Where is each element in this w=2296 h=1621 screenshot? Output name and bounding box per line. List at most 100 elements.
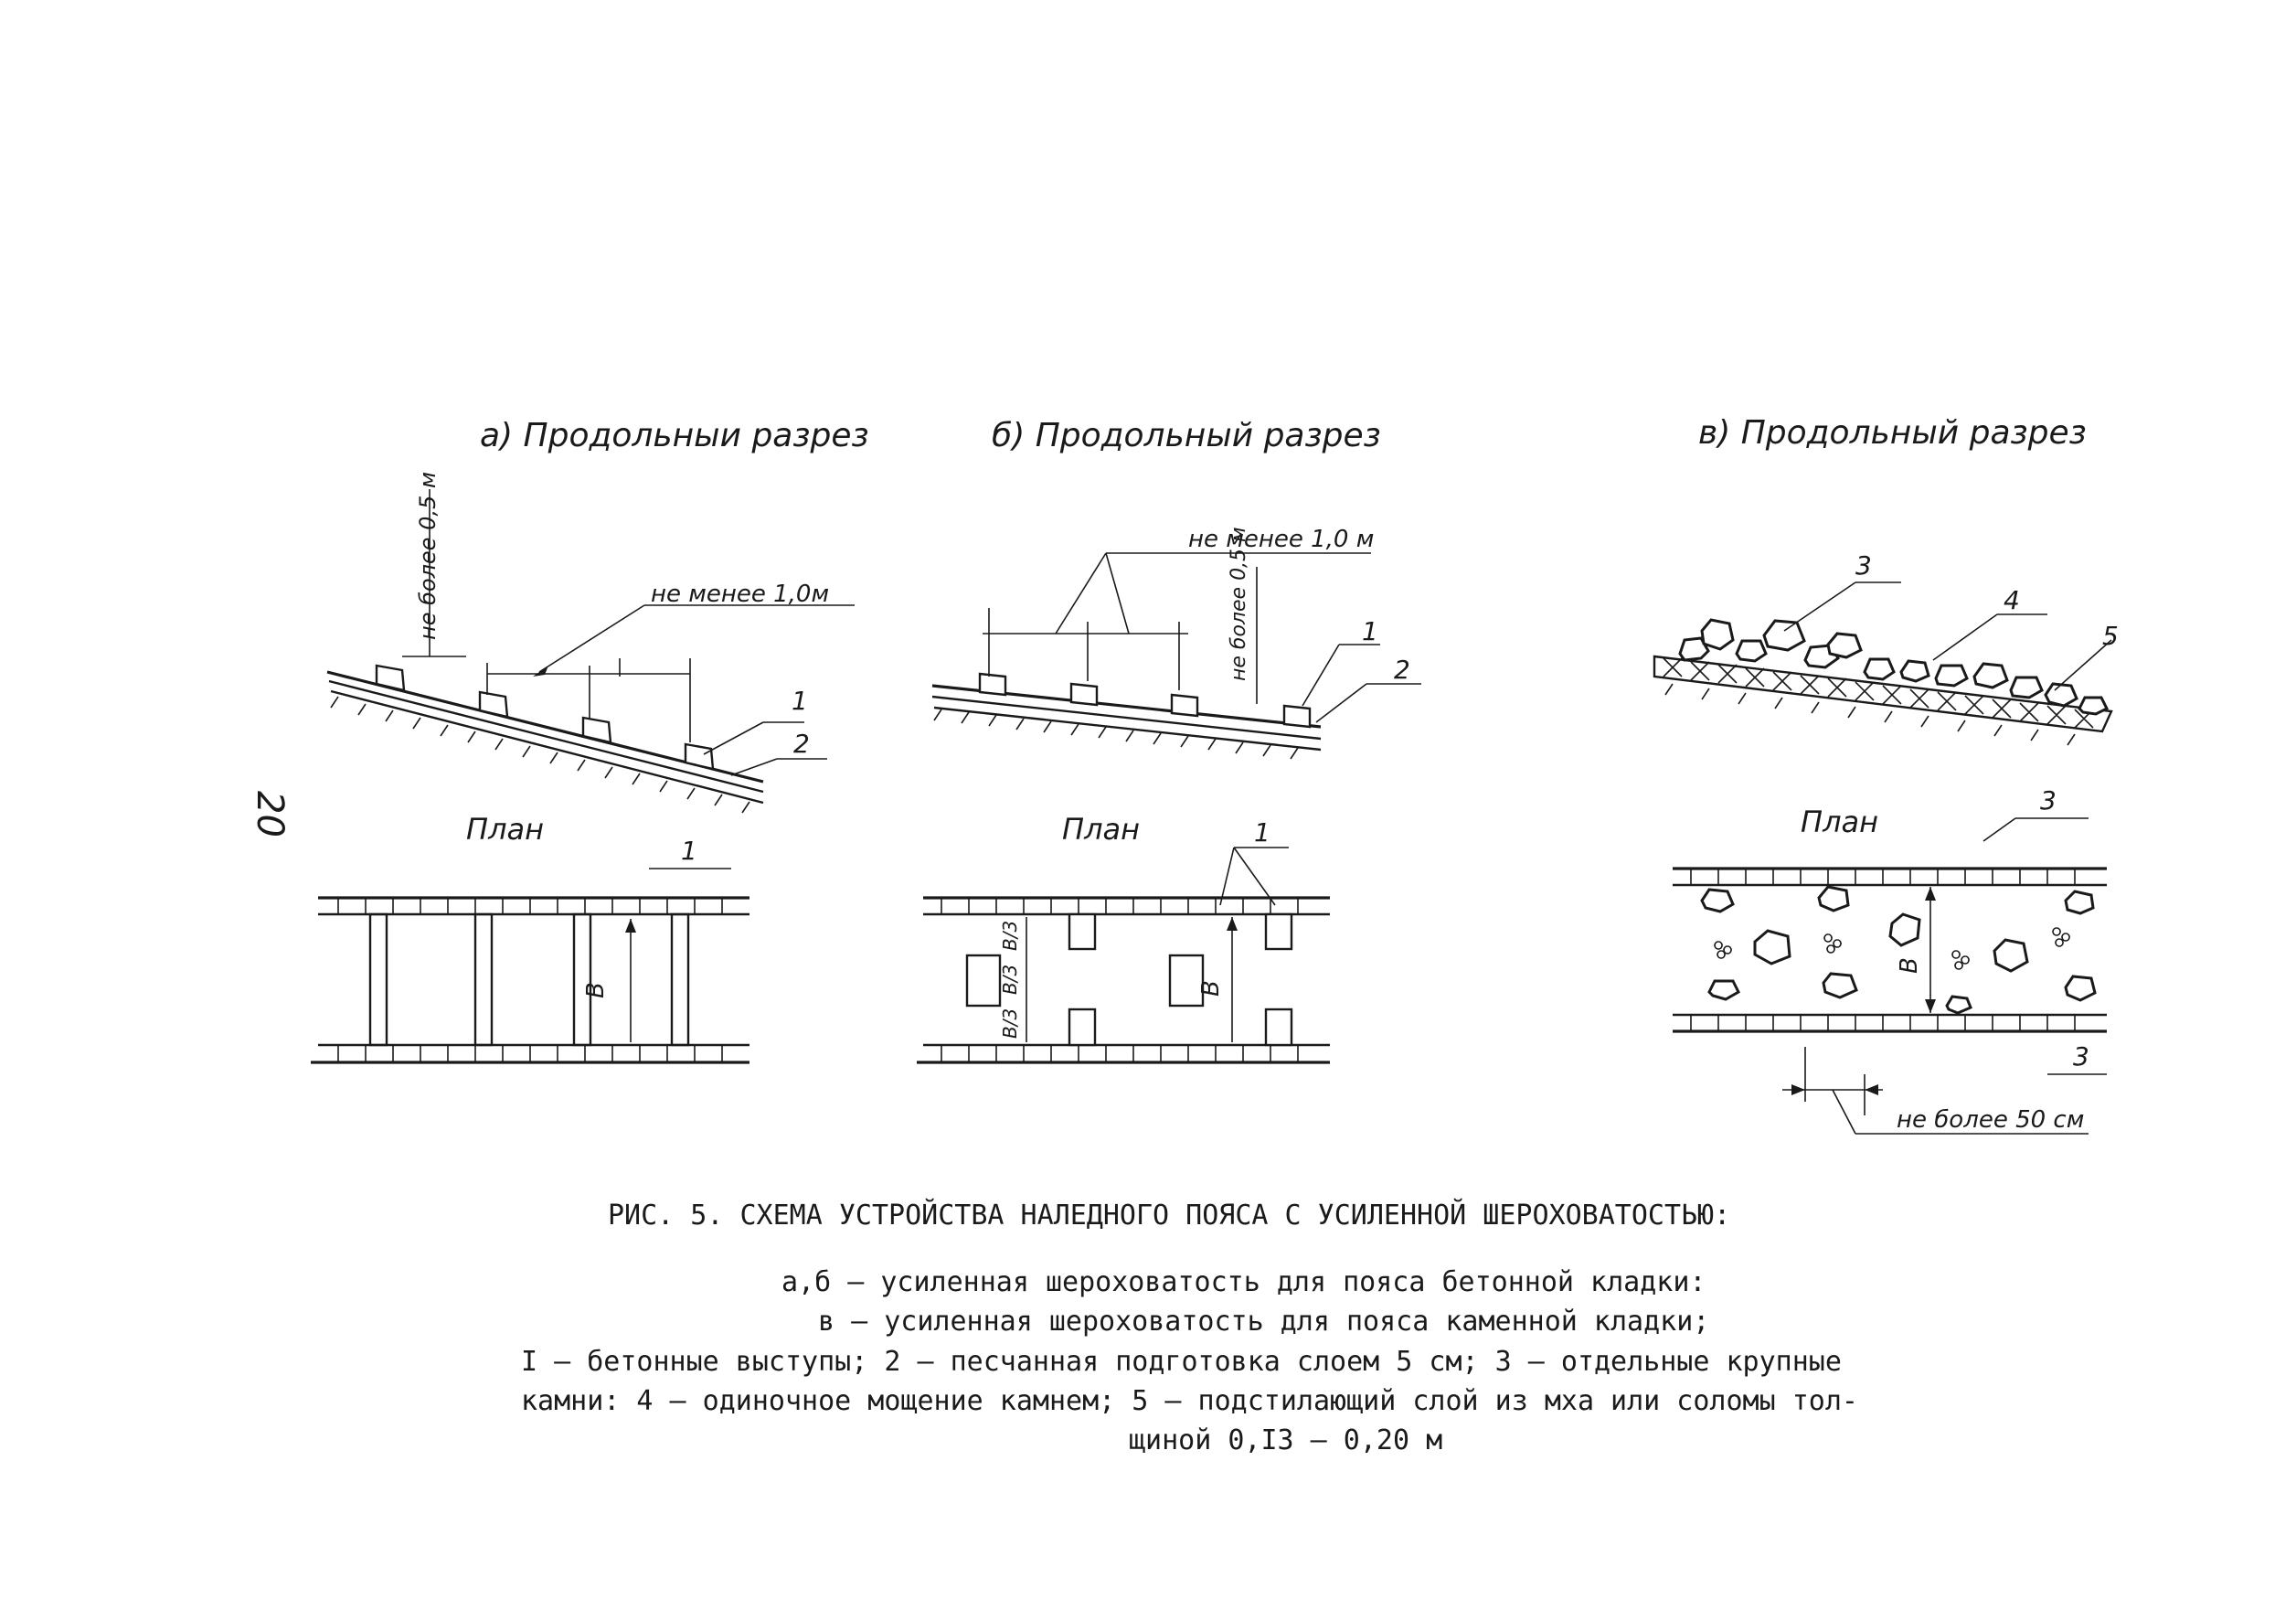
panel-c-plan-stone-7 [1707,979,1740,1001]
figure-caption-line-2: в – усиленная шероховатость для пояса ка… [818,1306,1710,1338]
panel-c-label-3: 3 [1855,550,1872,581]
panel-c-plan-label-3-bottom: 3 [2073,1041,2089,1072]
panel-b-slope-mid [931,695,1322,741]
panel-b-protrusion-2 [1069,682,1099,707]
panel-c-plan-pebbles-2 [1823,933,1842,954]
panel-a-label-2: 2 [793,729,810,759]
panel-c-stone-8 [1899,659,1930,683]
figure-caption-line-5: щиной 0,I3 – 0,20 м [1129,1424,1443,1456]
panel-b-protrusion-4 [1282,704,1312,729]
panel-a-spacing-leader [538,604,645,673]
panel-c-stone-4 [1762,619,1806,652]
panel-a-title: а) Продольныи разрез [480,417,869,454]
panel-a-plan-strip-2 [473,912,494,1047]
panel-a-protrusion-1 [375,664,406,692]
panel-a-plan-title: План [466,812,544,847]
panel-c-plan-pebbles-4 [2052,927,2070,947]
figure-caption-line-4: камни: 4 – одиночное мощение камнем; 5 –… [521,1385,1858,1417]
page-number: 20 [249,791,291,837]
panel-a-spacing-arrow [533,666,548,677]
panel-c-plan-pebbles-3 [1951,950,1970,970]
panel-b-plan-b3-label-2: B/3 [999,965,1021,995]
panel-c-plan-label-3-leader [1982,817,2016,842]
panel-b-label-1: 1 [1362,616,1378,646]
panel-c-label-5: 5 [2102,621,2119,651]
panel-c-plan-stone-3 [1888,912,1921,947]
panel-a-plan-b-arrow [625,919,636,933]
panel-b-section: б) Продольный разрез не менее 1,0 м не б… [931,417,1421,760]
panel-c-stone-11 [2009,676,2044,699]
panel-a-protrusion-2 [478,690,509,719]
panel-c-plan-stone-4 [2064,890,2095,915]
panel-c-gap-label: не более 50 см [1897,1106,2084,1134]
panel-c-gap-arrow-left [1791,1084,1805,1095]
panel-c-stone-2 [1700,618,1735,651]
panel-b-title: б) Продольный разрез [992,417,1381,454]
panel-a-label-1: 1 [792,686,808,716]
panel-a-slope-mid [328,679,764,794]
panel-c-plan-stone-1 [1700,888,1735,913]
panel-b-plan-b3-label-1: B/3 [999,921,1021,951]
panel-c-moss-hatch [1663,657,2094,729]
panel-c-moss-layer [1653,655,2113,733]
panel-c-plan-stone-8 [1822,972,1858,999]
panel-a-protrusion-4 [684,742,715,771]
panel-c-plan-stone-2 [1817,885,1850,912]
panel-c-section: в) Продольный разрез 3 4 5 [1653,414,2119,746]
panel-c-leader-3 [1783,581,1856,632]
figure-caption-title: РИС. 5. СХЕМА УСТРОЙСТВА НАЛЕДНОГО ПОЯСА… [608,1200,1731,1232]
panel-c-plan-stone-5 [1753,929,1791,965]
panel-b-plan-top-hatch [941,898,1299,914]
panel-c-plan-stone-10 [2064,975,2097,1002]
panel-b-plan-block-top-left [1068,912,1097,951]
panel-a-plan-bottom-hatch [337,1045,723,1062]
panel-b-plan-title: План [1062,812,1140,847]
panel-c-stone-13 [2078,696,2110,716]
panel-c-label-4: 4 [2004,585,2020,615]
panel-a-slope-bottom [330,689,764,805]
panel-b-spacing-leader-a [1055,552,1107,635]
panel-c-gap-leader [1832,1089,1856,1135]
panel-b-protrusion-1 [978,672,1007,697]
panel-b-protrusion-3 [1170,693,1199,718]
panel-a-plan-strip-1 [368,912,388,1047]
panel-c-plan-b-arrow-top [1925,887,1936,901]
panel-b-plan-block-top-right [1264,912,1293,951]
panel-c-plan-b-arrow-bottom [1925,999,1936,1013]
panel-c-gap-arrow-right [1865,1084,1878,1095]
panel-c-plan-label-3-top: 3 [2040,785,2057,816]
panel-c-ground-hatch [1664,683,2076,746]
panel-b-ground-hatch [933,709,1299,760]
panel-c-stone-7 [1863,657,1896,681]
panel-b-plan-b-arrow [1227,917,1238,931]
panel-b-height-label: не более 0,5 м [1228,527,1250,681]
panel-a-plan-top-hatch [337,898,723,914]
panel-c-plan-stone-9 [1945,995,1972,1015]
panel-c-stone-9 [1934,664,1969,688]
panel-b-plan-b3-label-3: B/3 [999,1008,1021,1039]
panel-c-plan: План 3 B 3 [1673,785,2107,1135]
panel-b-plan-leader-a [1219,847,1235,906]
panel-c-stone-12 [2044,682,2078,708]
panel-c-stone-3 [1735,639,1768,663]
panel-b-plan-label-1: 1 [1254,817,1270,848]
panel-b-spacing-label: не менее 1,0 м [1188,526,1374,553]
panel-b-plan-leader-b [1233,847,1276,906]
panel-a-plan-strip-4 [670,912,690,1047]
panel-b-leader-1 [1302,644,1340,707]
panel-c-title: в) Продольный разрез [1698,414,2087,452]
panel-a-leader-2 [730,758,778,776]
panel-b-plan-block-bottom-right [1264,1008,1293,1047]
panel-a-plan: План 1 B [311,812,749,1064]
panel-b-plan: План 1 B/3 B/3 B/3 B [917,812,1330,1064]
figure-caption-line-3: I – бетонные выступы; 2 – песчанная подг… [521,1346,1842,1378]
panel-b-label-2: 2 [1394,655,1410,685]
panel-a-protrusion-3 [581,716,612,744]
panel-a-plan-b-label: B [582,982,610,998]
panel-c-plan-title: План [1801,805,1878,839]
panel-c-stone-6 [1826,632,1863,659]
panel-a-leader-1 [703,721,764,755]
panel-c-plan-stone-6 [1993,938,2029,973]
